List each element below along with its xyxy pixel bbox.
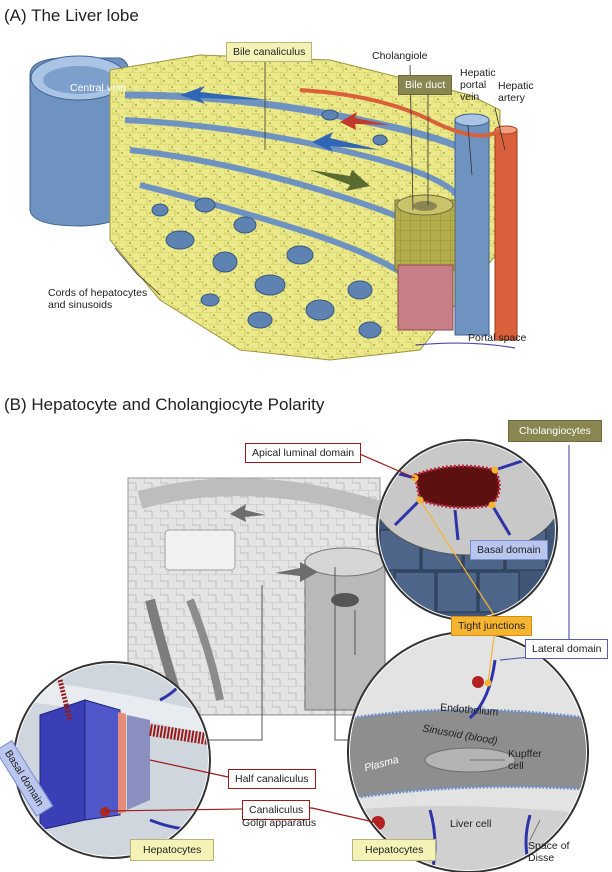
bile-duct-label: Bile duct	[398, 75, 453, 95]
canaliculus-label: Canaliculus	[242, 800, 311, 820]
apical-luminal-domain-label: Apical luminal domain	[245, 443, 362, 463]
half-canaliculus-label: Half canaliculus	[228, 769, 316, 789]
cholangiocytes-label: Cholangiocytes	[508, 420, 602, 442]
hepatic-artery-label: Hepatic artery	[498, 80, 534, 104]
bile-canaliculus-label: Bile canaliculus	[226, 42, 313, 62]
cords-label: Cords of hepatocytes and sinusoids	[48, 287, 148, 311]
tight-junctions-label: Tight junctions	[451, 616, 533, 636]
central-vein-shape	[29, 55, 129, 227]
basal-domain-top-label: Basal domain	[470, 540, 548, 560]
golgi-apparatus-label: Golgi apparatus	[242, 817, 317, 829]
panel-a-title: (A) The Liver lobe	[4, 6, 139, 25]
cholangiocyte-magnified-circle	[376, 439, 558, 621]
hepatocyte-left-magnified-circle	[13, 661, 211, 859]
cholangiole-label: Cholangiole	[372, 50, 428, 62]
space-of-disse-label: Space of Disse	[528, 840, 570, 864]
hepatocytes-right-label: Hepatocytes	[352, 839, 437, 861]
liver-cell-label: Liver cell	[450, 818, 492, 830]
lateral-domain-label: Lateral domain	[525, 639, 609, 659]
panel-b-title: (B) Hepatocyte and Cholangiocyte Polarit…	[4, 395, 325, 414]
central-vein-label: Central vein	[70, 82, 127, 94]
hepatic-portal-vein-label: Hepatic portal vein	[460, 67, 496, 103]
portal-space-label: Portal space	[468, 332, 527, 344]
grey-hepatocyte-block	[127, 477, 386, 716]
hepatocytes-left-label: Hepatocytes	[130, 839, 215, 861]
portal-space-vessels	[299, 88, 518, 341]
kupffer-cell-label: Kupffer cell	[508, 748, 542, 772]
